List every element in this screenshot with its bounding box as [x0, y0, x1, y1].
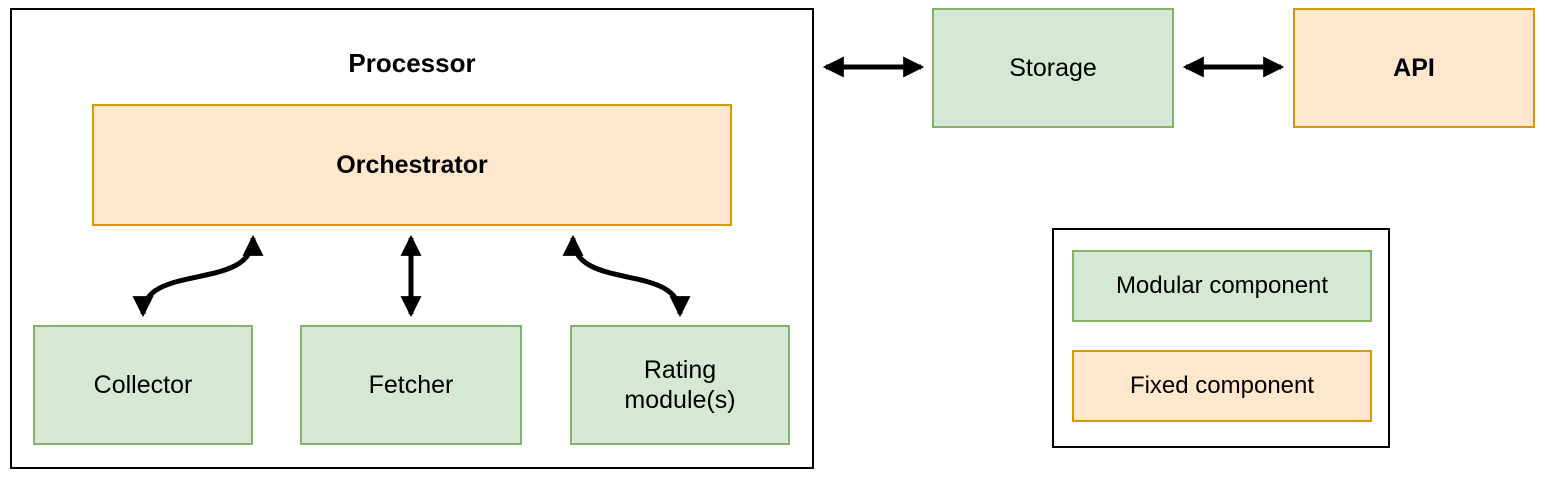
- rating-modules-label: Rating module(s): [624, 356, 736, 414]
- storage-node: Storage: [932, 8, 1174, 128]
- legend-modular-label: Modular component: [1115, 271, 1329, 299]
- collector-node: Collector: [33, 325, 253, 445]
- collector-label: Collector: [93, 371, 193, 399]
- storage-label: Storage: [1009, 54, 1097, 82]
- orchestrator-label: Orchestrator: [336, 151, 488, 179]
- legend-modular-swatch: Modular component: [1072, 250, 1372, 322]
- processor-group-label: Processor: [348, 48, 476, 78]
- rating-modules-node: Rating module(s): [570, 325, 790, 445]
- fetcher-label: Fetcher: [368, 371, 454, 399]
- fetcher-node: Fetcher: [300, 325, 522, 445]
- api-node: API: [1293, 8, 1535, 128]
- legend-fixed-label: Fixed component: [1129, 371, 1315, 399]
- legend-fixed-swatch: Fixed component: [1072, 350, 1372, 422]
- orchestrator-node: Orchestrator: [92, 104, 732, 226]
- api-label: API: [1393, 54, 1435, 82]
